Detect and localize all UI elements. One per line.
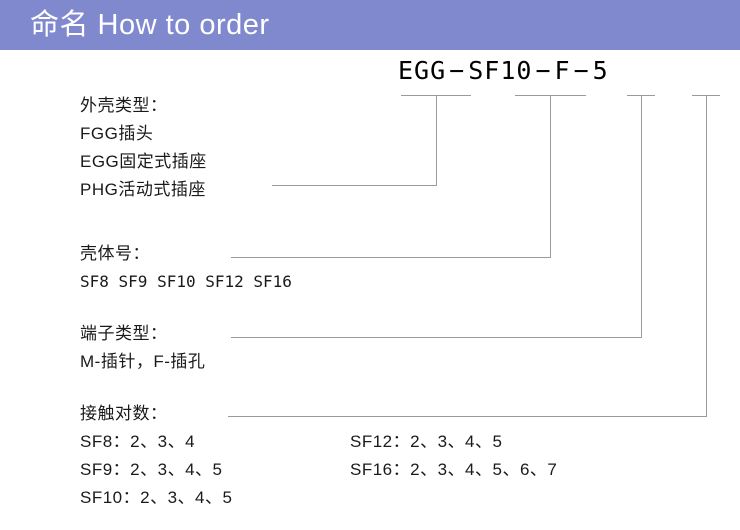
- block-contact-count-sf9: SF9：2、3、4、5: [80, 460, 223, 479]
- part-number-separator-1: −: [449, 56, 466, 85]
- part-number: EGG−SF10−F−5: [398, 56, 609, 86]
- block-shell-type: 外壳类型： FGG插头 EGG固定式插座 PHG活动式插座: [80, 92, 207, 204]
- part-number-segment-shell-size: SF10: [468, 56, 533, 85]
- leader-line-4-vertical: [706, 95, 707, 416]
- block-shell-type-option-egg: EGG固定式插座: [80, 152, 207, 171]
- leader-line-1-horizontal: [272, 185, 437, 186]
- header-band: [0, 0, 740, 50]
- part-number-segment-shell-type: EGG: [398, 56, 447, 85]
- part-number-separator-3: −: [573, 56, 590, 85]
- leader-line-1-vertical: [436, 95, 437, 185]
- block-contact-count: 接触对数： SF8：2、3、4 SF9：2、3、4、5 SF10：2、3、4、5…: [80, 400, 557, 512]
- part-number-segment-contact-count: 5: [592, 56, 609, 85]
- page-title: 命名 How to order: [30, 9, 270, 41]
- block-shell-size-heading: 壳体号：: [80, 244, 150, 263]
- block-contact-type-heading: 端子类型：: [80, 324, 168, 343]
- block-shell-size: 壳体号： SF8 SF9 SF10 SF12 SF16: [80, 240, 292, 296]
- part-number-separator-2: −: [535, 56, 552, 85]
- block-shell-type-option-fgg: FGG插头: [80, 124, 154, 143]
- block-contact-type: 端子类型： M-插针，F-插孔: [80, 320, 205, 376]
- block-contact-count-sf16: SF16：2、3、4、5、6、7: [350, 460, 558, 479]
- block-contact-count-heading: 接触对数：: [80, 404, 168, 423]
- leader-line-3-vertical: [641, 95, 642, 337]
- leader-line-2-vertical: [550, 95, 551, 257]
- block-shell-size-values: SF8 SF9 SF10 SF12 SF16: [80, 272, 292, 291]
- block-contact-count-right-column: SF12：2、3、4、5 SF16：2、3、4、5、6、7: [350, 428, 557, 484]
- block-contact-count-sf10: SF10：2、3、4、5: [80, 488, 233, 507]
- block-contact-count-sf8: SF8：2、3、4: [80, 432, 196, 451]
- block-contact-type-values: M-插针，F-插孔: [80, 352, 206, 371]
- leader-line-2-horizontal: [231, 257, 551, 258]
- part-number-segment-contact-type: F: [554, 56, 571, 85]
- block-contact-count-columns: SF8：2、3、4 SF9：2、3、4、5 SF10：2、3、4、5 SF12：…: [80, 428, 557, 512]
- leader-line-4-horizontal: [228, 416, 707, 417]
- block-shell-type-option-phg: PHG活动式插座: [80, 180, 206, 199]
- block-shell-type-heading: 外壳类型：: [80, 96, 168, 115]
- block-contact-count-sf12: SF12：2、3、4、5: [350, 432, 503, 451]
- leader-line-3-horizontal: [231, 337, 642, 338]
